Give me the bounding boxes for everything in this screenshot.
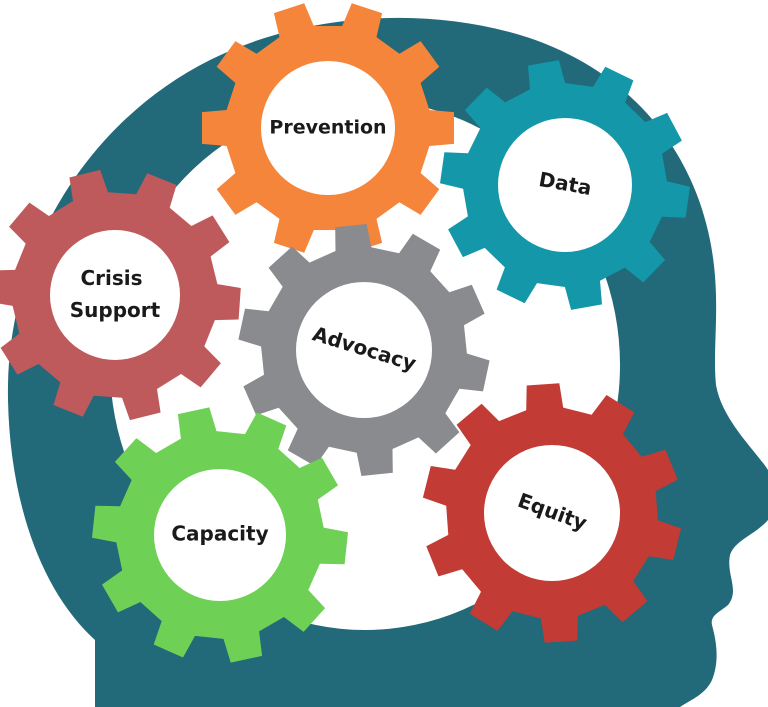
gear-capacity-center bbox=[154, 469, 286, 601]
gear-crisis-support-label-line1: Crisis bbox=[80, 266, 142, 290]
gear-crisis-support-center bbox=[50, 230, 180, 360]
gear-equity-center bbox=[484, 445, 620, 581]
gear-crisis-support-label-line2: Support bbox=[70, 298, 161, 322]
gear-capacity-label: Capacity bbox=[171, 522, 268, 546]
gear-equity: Equity bbox=[422, 383, 682, 643]
gear-data-center bbox=[498, 118, 632, 252]
gear-capacity: Capacity bbox=[92, 407, 348, 663]
gear-prevention-label: Prevention bbox=[269, 117, 386, 139]
gear-advocacy-center bbox=[296, 282, 432, 418]
gear-crisis-support-label: Crisis Support bbox=[70, 266, 161, 322]
gear-crisis-support: Crisis Support bbox=[0, 169, 241, 421]
gear-advocacy: Advocacy bbox=[238, 224, 490, 476]
gear-data: Data bbox=[440, 60, 690, 310]
gear-prevention: Prevention bbox=[202, 3, 454, 253]
gear-prevention-center bbox=[261, 61, 395, 195]
